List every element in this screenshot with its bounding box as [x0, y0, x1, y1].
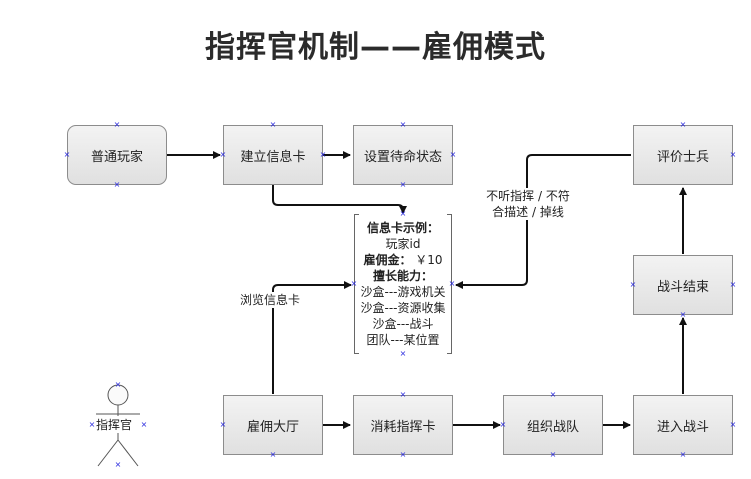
- connector-marker: ×: [448, 279, 456, 288]
- connector-marker: ×: [449, 150, 457, 159]
- connector-marker: ×: [219, 420, 227, 429]
- actor-label: 指挥官: [96, 416, 133, 433]
- node-player[interactable]: 普通玩家: [67, 125, 167, 185]
- info-card-fee-row: 雇佣金： ￥10: [354, 252, 452, 268]
- connector-marker: ×: [350, 279, 358, 288]
- node-enter-battle[interactable]: 进入战斗: [633, 395, 733, 455]
- edge-label-disobey: 不听指挥 / 不符 合描述 / 掉线: [478, 188, 578, 220]
- edge-card-to-info: [272, 185, 407, 214]
- connector-marker: ×: [629, 280, 637, 289]
- connector-marker: ×: [140, 420, 148, 429]
- connector-marker: ×: [729, 150, 737, 159]
- connector-marker: ×: [114, 460, 122, 469]
- connector-marker: ×: [114, 380, 122, 389]
- connector-marker: ×: [679, 450, 687, 459]
- info-card-skill: 沙盒---游戏机关: [360, 285, 446, 299]
- node-evaluate[interactable]: 评价士兵: [633, 125, 733, 185]
- connector-marker: ×: [729, 280, 737, 289]
- edge-label-disobey-line2: 合描述 / 掉线: [492, 205, 564, 219]
- info-card-skills-heading: 擅长能力：: [372, 269, 433, 283]
- node-create-card[interactable]: 建立信息卡: [223, 125, 323, 185]
- node-hall[interactable]: 雇佣大厅: [223, 395, 323, 455]
- connector-marker: ×: [319, 150, 327, 159]
- node-battle-end[interactable]: 战斗结束: [633, 255, 733, 315]
- node-form-team[interactable]: 组织战队: [503, 395, 603, 455]
- info-card-player-id: 玩家id: [385, 237, 421, 251]
- connector-marker: ×: [269, 450, 277, 459]
- connector-marker: ×: [63, 150, 71, 159]
- connector-marker: ×: [729, 420, 737, 429]
- connector-marker: ×: [269, 120, 277, 129]
- connector-marker: ×: [399, 450, 407, 459]
- info-card-skill: 沙盒---资源收集: [360, 301, 446, 315]
- info-card-skill: 沙盒---战斗: [372, 317, 434, 331]
- connector-marker: ×: [219, 150, 227, 159]
- connector-marker: ×: [399, 209, 407, 218]
- connector-marker: ×: [499, 420, 507, 429]
- info-card-heading: 信息卡示例：: [366, 221, 439, 235]
- connector-marker: ×: [399, 120, 407, 129]
- connector-marker: ×: [399, 390, 407, 399]
- edge-label-browse: 浏览信息卡: [240, 292, 301, 308]
- connector-marker: ×: [679, 310, 687, 319]
- connector-marker: ×: [549, 450, 557, 459]
- connector-marker: ×: [399, 349, 407, 358]
- connector-marker: ×: [679, 120, 687, 129]
- note-bracket-right: [447, 214, 452, 354]
- note-bracket-left: [354, 214, 359, 354]
- node-set-waiting[interactable]: 设置待命状态: [353, 125, 453, 185]
- page-title: 指挥官机制——雇佣模式: [205, 30, 546, 65]
- info-card-example[interactable]: 信息卡示例： 玩家id 雇佣金： ￥10 擅长能力： 沙盒---游戏机关 沙盒-…: [354, 214, 452, 354]
- edge-evaluate-to-info: [455, 154, 631, 289]
- info-card-fee-value: ￥10: [415, 253, 443, 267]
- connector-marker: ×: [113, 120, 121, 129]
- info-card-skill: 团队---某位置: [366, 333, 440, 347]
- info-card-fee-label: 雇佣金：: [363, 253, 412, 267]
- edge-hall-to-info: [272, 281, 352, 394]
- connector-marker: ×: [88, 420, 96, 429]
- connector-marker: ×: [549, 390, 557, 399]
- connector-marker: ×: [399, 180, 407, 189]
- node-consume-card[interactable]: 消耗指挥卡: [353, 395, 453, 455]
- connector-marker: ×: [113, 180, 121, 189]
- edge-label-disobey-line1: 不听指挥 / 不符: [486, 189, 570, 203]
